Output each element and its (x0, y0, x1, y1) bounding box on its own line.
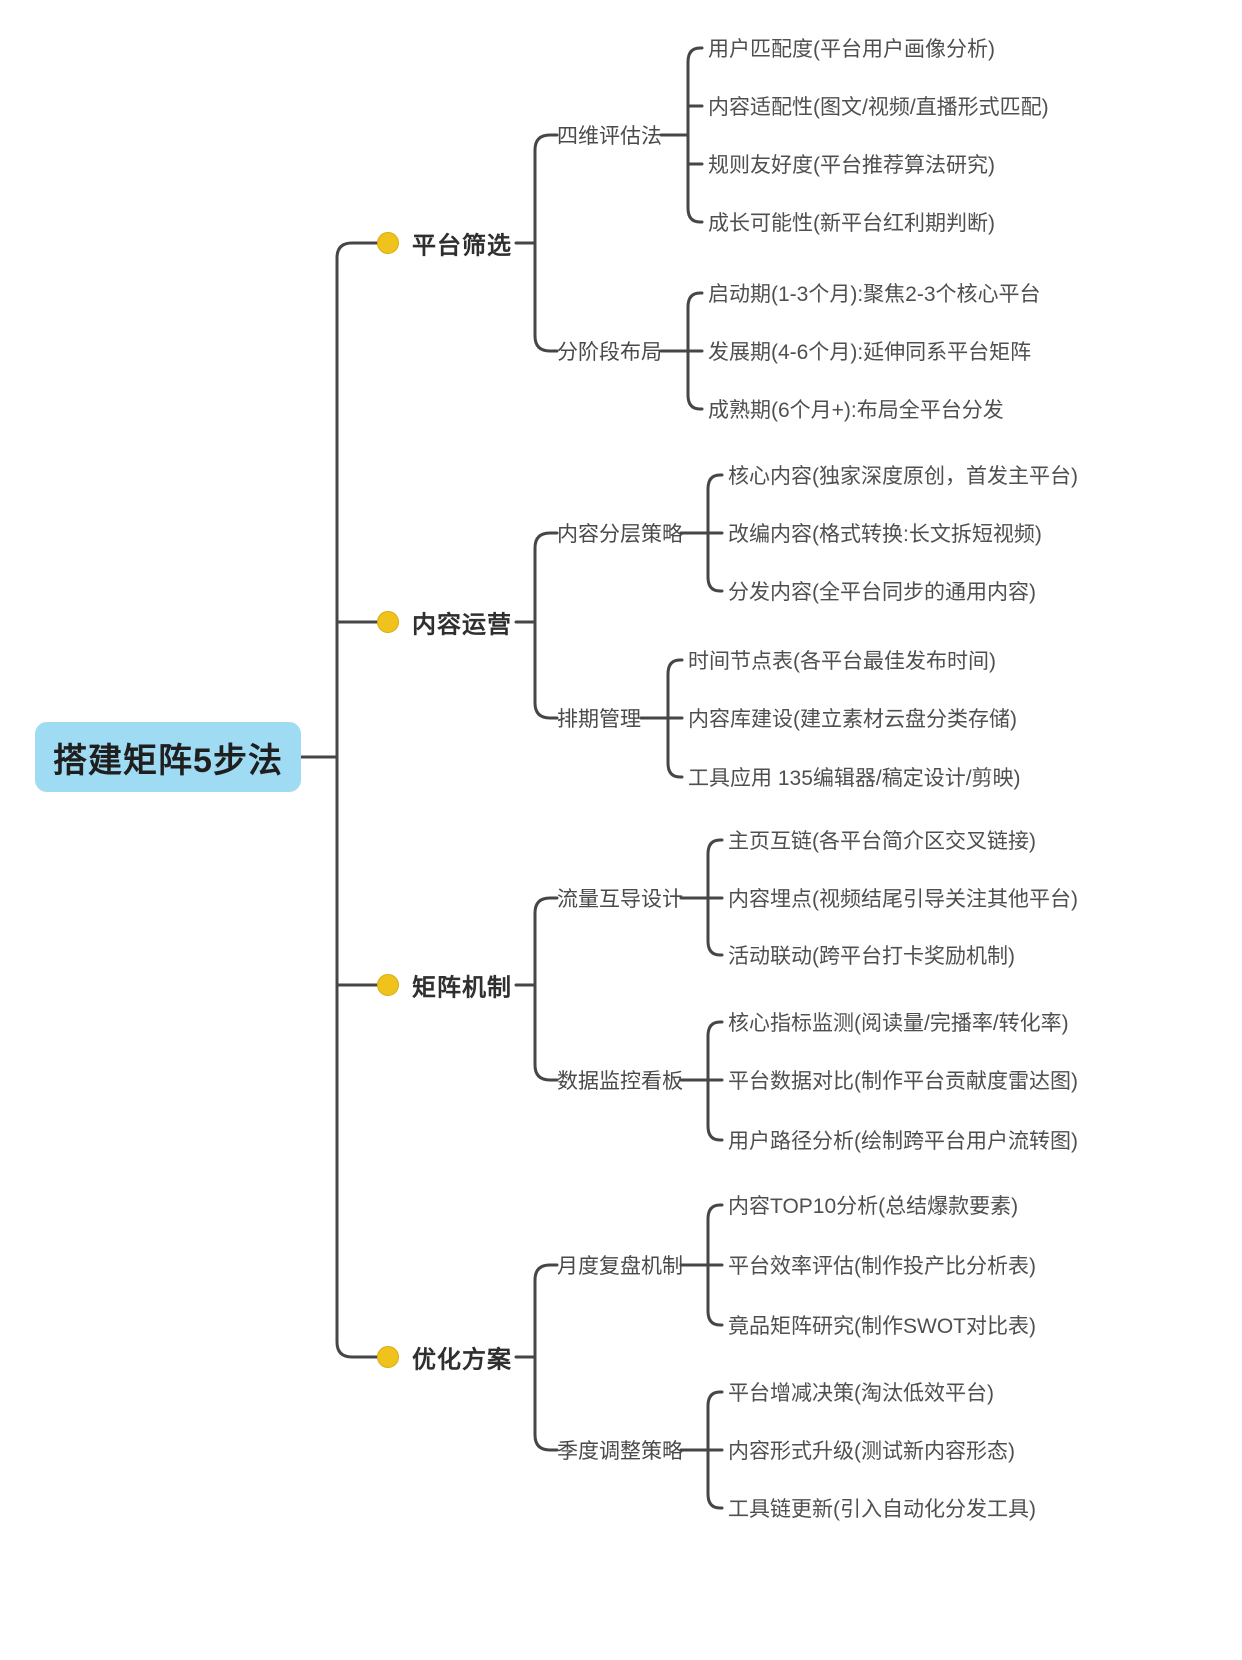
branch-bullet-icon[interactable] (377, 1346, 399, 1368)
leaf-node[interactable]: 核心内容(独家深度原创，首发主平台) (728, 465, 1078, 488)
leaf-node[interactable]: 成熟期(6个月+):布局全平台分发 (708, 399, 1004, 422)
leaf-node[interactable]: 主页互链(各平台简介区交叉链接) (728, 830, 1036, 853)
leaf-node[interactable]: 工具应用 135编辑器/稿定设计/剪映) (688, 767, 1021, 790)
leaf-node[interactable]: 用户路径分析(绘制跨平台用户流转图) (728, 1130, 1078, 1153)
sub-branch-node[interactable]: 月度复盘机制 (557, 1255, 683, 1278)
leaf-node[interactable]: 内容库建设(建立素材云盘分类存储) (688, 708, 1017, 731)
branch-node-optimization-plan[interactable]: 优化方案 (412, 1346, 512, 1374)
leaf-node[interactable]: 成长可能性(新平台红利期判断) (708, 212, 995, 235)
branch-bullet-icon[interactable] (377, 232, 399, 254)
branch-node-content-operation[interactable]: 内容运营 (412, 611, 512, 639)
sub-branch-node[interactable]: 四维评估法 (557, 125, 662, 148)
sub-branch-node[interactable]: 内容分层策略 (557, 523, 683, 546)
leaf-node[interactable]: 核心指标监测(阅读量/完播率/转化率) (728, 1012, 1069, 1035)
leaf-node[interactable]: 内容TOP10分析(总结爆款要素) (728, 1195, 1019, 1218)
leaf-node[interactable]: 竟品矩阵研究(制作SWOT对比表) (728, 1315, 1036, 1338)
leaf-node[interactable]: 内容适配性(图文/视频/直播形式匹配) (708, 96, 1049, 119)
root-node[interactable]: 搭建矩阵5步法 (35, 722, 301, 792)
leaf-node[interactable]: 活动联动(跨平台打卡奖励机制) (728, 945, 1015, 968)
leaf-node[interactable]: 用户匹配度(平台用户画像分析) (708, 38, 995, 61)
leaf-node[interactable]: 改编内容(格式转换:长文拆短视频) (728, 523, 1042, 546)
leaf-node[interactable]: 工具链更新(引入自动化分发工具) (728, 1498, 1036, 1521)
leaf-node[interactable]: 平台增减决策(淘汰低效平台) (728, 1382, 994, 1405)
leaf-node[interactable]: 分发内容(全平台同步的通用内容) (728, 581, 1036, 604)
sub-branch-node[interactable]: 数据监控看板 (557, 1070, 683, 1093)
sub-branch-node[interactable]: 流量互导设计 (557, 888, 683, 911)
branch-node-matrix-mechanism[interactable]: 矩阵机制 (412, 974, 512, 1002)
leaf-node[interactable]: 内容形式升级(测试新内容形态) (728, 1440, 1015, 1463)
leaf-node[interactable]: 规则友好度(平台推荐算法研究) (708, 154, 995, 177)
branch-bullet-icon[interactable] (377, 611, 399, 633)
leaf-node[interactable]: 内容埋点(视频结尾引导关注其他平台) (728, 888, 1078, 911)
branch-node-platform-screening[interactable]: 平台筛选 (412, 232, 512, 260)
leaf-node[interactable]: 启动期(1-3个月):聚焦2-3个核心平台 (708, 283, 1041, 306)
sub-branch-node[interactable]: 排期管理 (557, 708, 641, 731)
leaf-node[interactable]: 平台数据对比(制作平台贡献度雷达图) (728, 1070, 1078, 1093)
leaf-node[interactable]: 发展期(4-6个月):延伸同系平台矩阵 (708, 341, 1032, 364)
sub-branch-node[interactable]: 季度调整策略 (557, 1440, 683, 1463)
branch-bullet-icon[interactable] (377, 974, 399, 996)
leaf-node[interactable]: 平台效率评估(制作投产比分析表) (728, 1255, 1036, 1278)
sub-branch-node[interactable]: 分阶段布局 (557, 341, 662, 364)
leaf-node[interactable]: 时间节点表(各平台最佳发布时间) (688, 650, 996, 673)
